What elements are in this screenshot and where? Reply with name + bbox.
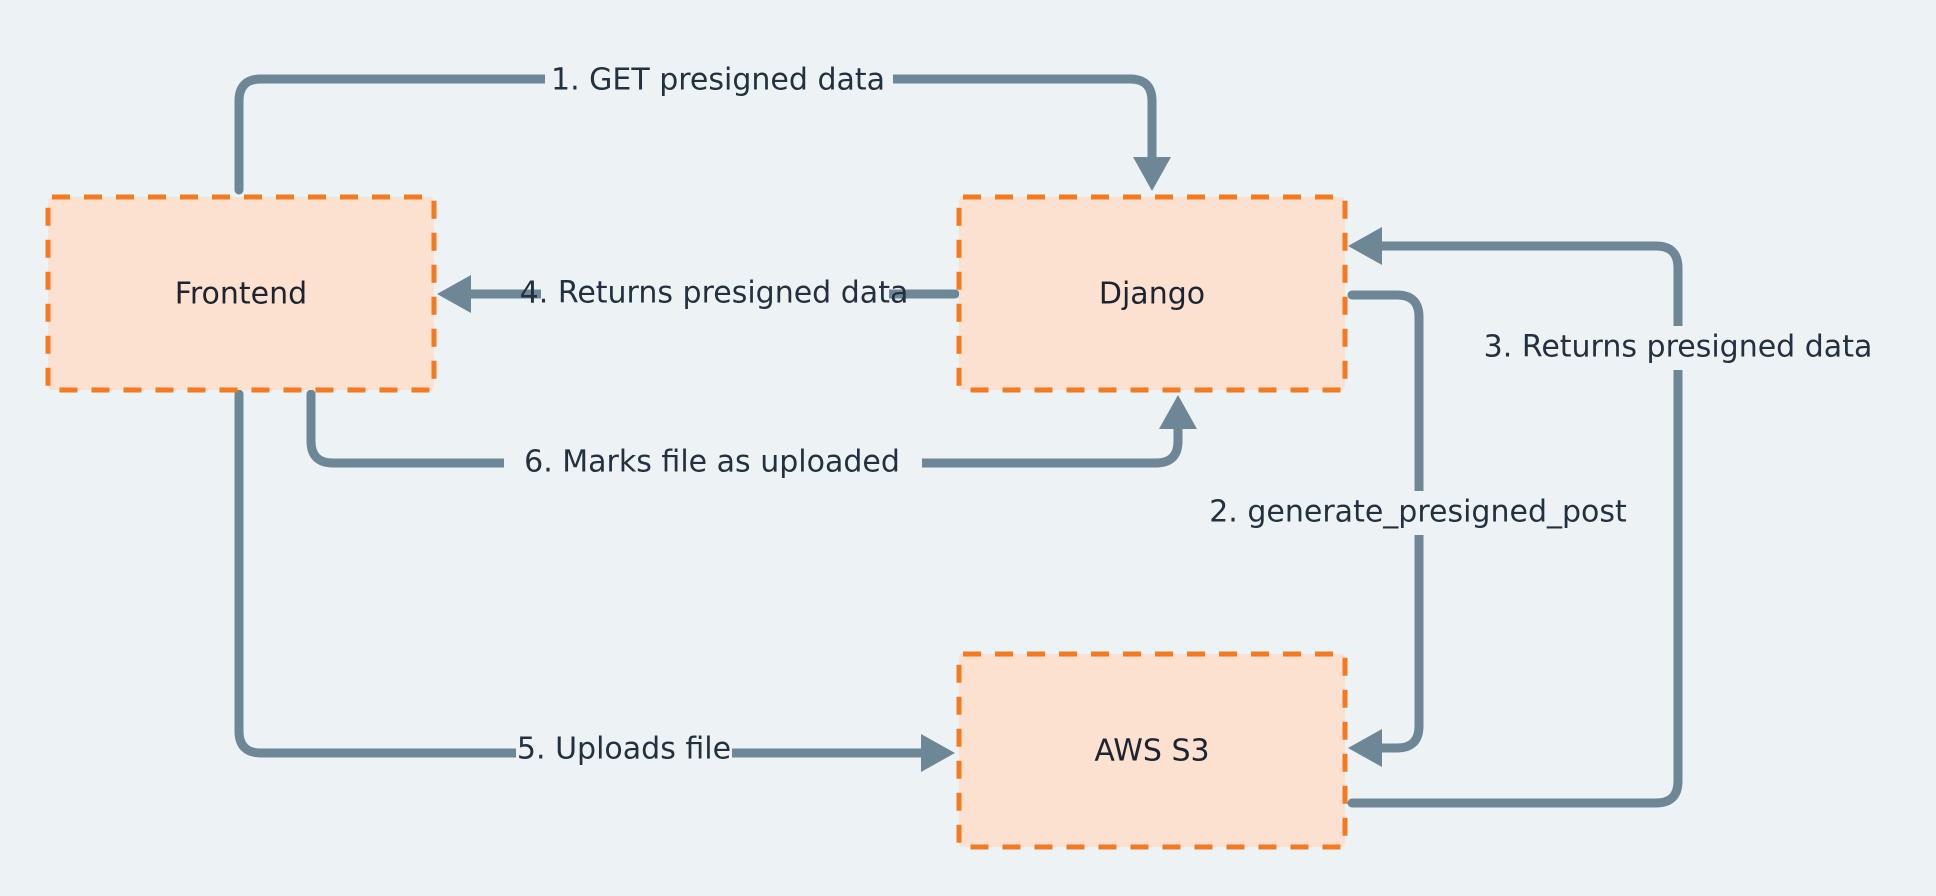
edge-2-arrowhead-icon — [1348, 729, 1382, 767]
edge-2-label: 2. generate_presigned_post — [1209, 495, 1627, 530]
edge-5-uploads-file: 5. Uploads file — [234, 389, 955, 775]
edge-6-arrowhead-icon — [1159, 395, 1197, 429]
edge-1-arrowhead-icon — [1133, 157, 1171, 191]
node-aws-s3-box[interactable] — [956, 651, 1348, 850]
node-aws-s3[interactable]: AWS S3 — [956, 651, 1348, 850]
edge-3-arrowhead-icon — [1348, 227, 1382, 265]
node-django-label: Django — [1099, 277, 1205, 312]
node-django[interactable]: Django — [956, 194, 1348, 393]
edge-6-label: 6. Marks file as uploaded — [524, 445, 900, 480]
edge-1-get-presigned-data: 1. GET presigned data — [234, 58, 1171, 195]
edge-6-label-backdrop — [504, 441, 922, 485]
edge-2-generate-presigned-post: 2. generate_presigned_post — [1198, 290, 1638, 767]
node-frontend[interactable]: Frontend — [45, 194, 437, 393]
edge-1-label: 1. GET presigned data — [551, 63, 885, 98]
edge-5-label: 5. Uploads file — [517, 732, 731, 767]
edge-3-label: 3. Returns presigned data — [1484, 330, 1873, 365]
edge-1-label-backdrop — [545, 58, 893, 102]
edge-4-label: 4. Returns presigned data — [520, 276, 909, 311]
edge-4-arrowhead-icon — [437, 275, 471, 313]
edge-4-label-backdrop — [541, 272, 889, 316]
edge-5-label-backdrop — [516, 731, 732, 775]
node-django-box[interactable] — [956, 194, 1348, 393]
node-aws-s3-label: AWS S3 — [1094, 734, 1209, 769]
edge-3-returns-presigned-data: 3. Returns presigned data — [1347, 227, 1888, 808]
edge-4-returns-presigned-data: 4. Returns presigned data — [437, 272, 960, 316]
edge-2-label-backdrop — [1198, 491, 1638, 535]
edge-3-label-backdrop — [1470, 326, 1888, 370]
node-frontend-box[interactable] — [45, 194, 437, 393]
node-frontend-label: Frontend — [175, 277, 307, 312]
edge-6-marks-file-as-uploaded: 6. Marks file as uploaded — [306, 389, 1197, 485]
edge-5-line — [234, 389, 930, 758]
edge-5-arrowhead-icon — [921, 734, 955, 772]
edge-3-line — [1347, 241, 1683, 808]
